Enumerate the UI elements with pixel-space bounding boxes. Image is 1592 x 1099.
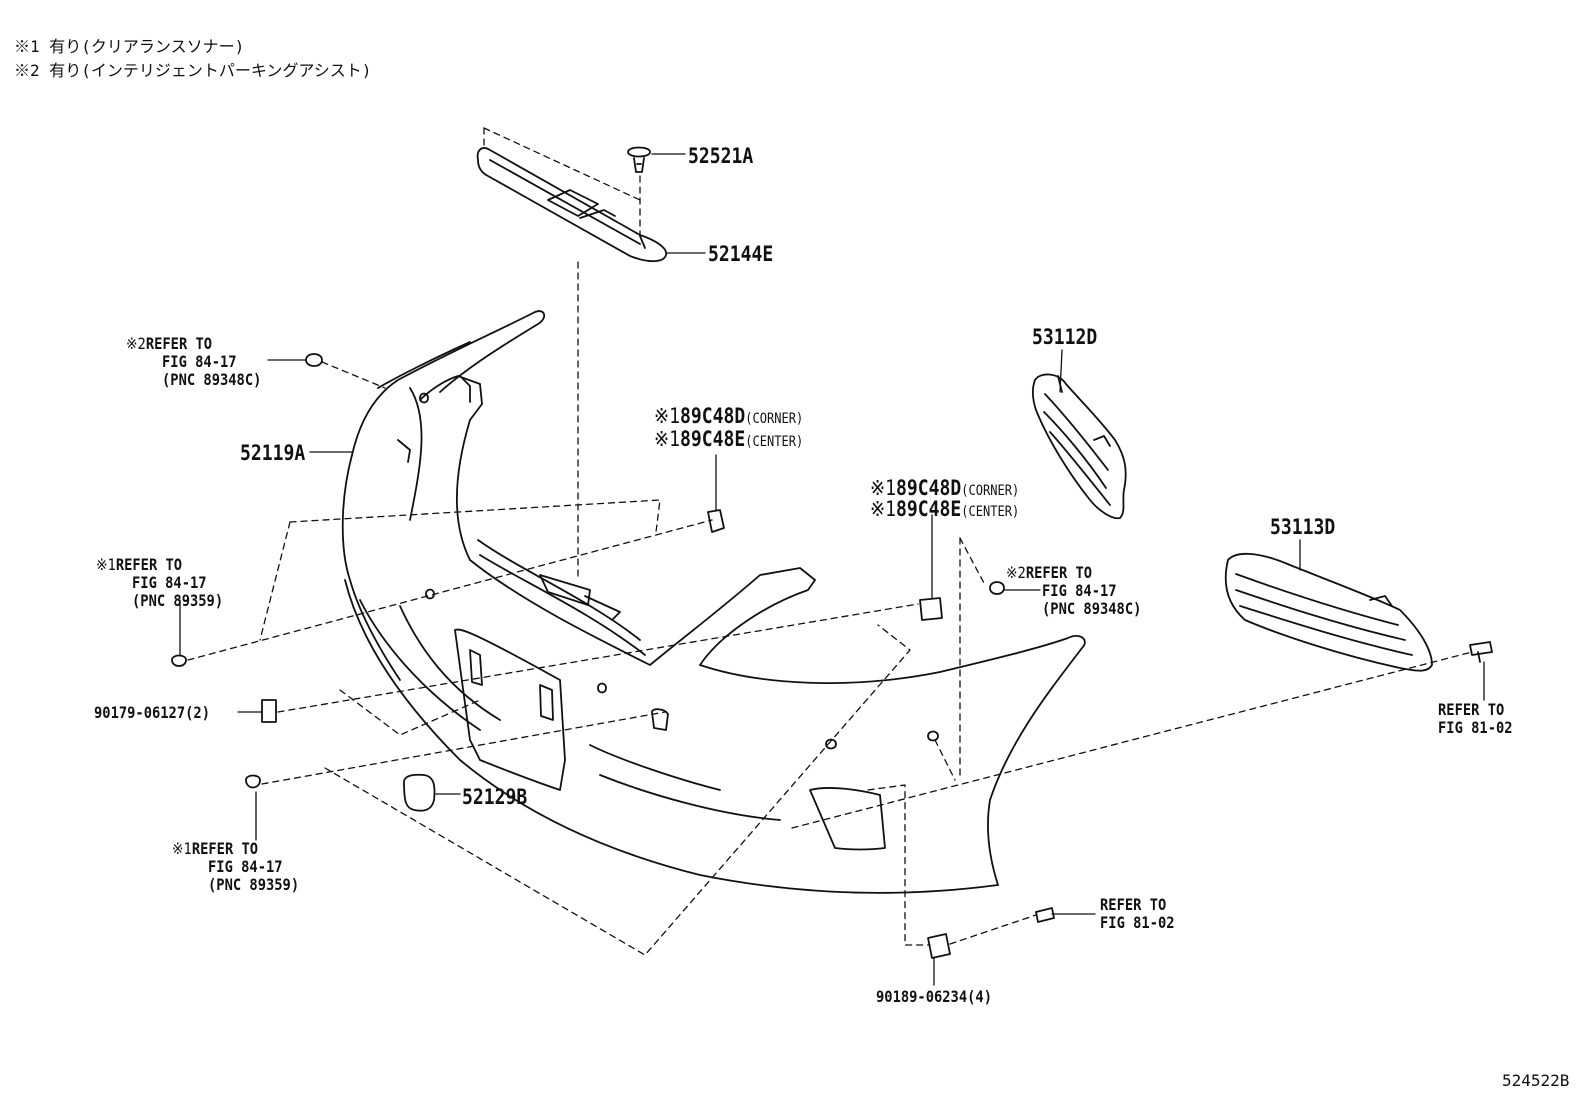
ref-left-mid-l1: ※1REFER TO xyxy=(96,555,183,574)
hole-cover-52129b xyxy=(403,708,669,812)
part-52119a-label: 52119A xyxy=(240,441,306,465)
grille-53112d xyxy=(1031,373,1127,520)
figure-id: 524522B xyxy=(1502,1071,1570,1090)
part-52129b-label: 52129B xyxy=(462,785,528,809)
ref-left-bot-l3: (PNC 89359) xyxy=(208,875,300,894)
sensor-a-center: ※189C48E(CENTER) xyxy=(654,427,804,451)
ref-bottom-l2: FIG 81-02 xyxy=(1100,913,1175,932)
leader-lines xyxy=(179,153,1485,986)
ref-left-mid-l2: FIG 84-17 xyxy=(132,573,207,592)
part-52521a-label: 52521A xyxy=(688,144,754,168)
ref-right-mid-l3: (PNC 89348C) xyxy=(1042,599,1142,618)
upper-retainer-52144e xyxy=(476,147,667,263)
ref-left-top-l2: FIG 84-17 xyxy=(162,352,237,371)
ref-right-mid-l1: ※2REFER TO xyxy=(1006,563,1093,582)
ref-left-bot-l2: FIG 84-17 xyxy=(208,857,283,876)
part-52144e-label: 52144E xyxy=(708,242,774,266)
fasteners xyxy=(171,353,1493,959)
clip-52521a xyxy=(627,146,651,173)
ref-left-mid-l3: (PNC 89359) xyxy=(132,591,224,610)
sensor-b-center: ※189C48E(CENTER) xyxy=(870,497,1020,521)
ref-right-grille-l2: FIG 81-02 xyxy=(1438,718,1513,737)
ref-bottom-l1: REFER TO xyxy=(1100,895,1167,914)
ref-right-mid-l2: FIG 84-17 xyxy=(1042,581,1117,600)
ref-right-grille-l1: REFER TO xyxy=(1438,700,1505,719)
sensor-b-corner: ※189C48D(CORNER) xyxy=(870,476,1020,500)
note-2: ※2 有り(インテリジェントパーキングアシスト) xyxy=(14,61,372,80)
part-90179-label: 90179-06127(2) xyxy=(94,703,210,722)
part-53112d-label: 53112D xyxy=(1032,325,1098,349)
sensor-a-corner: ※189C48D(CORNER) xyxy=(654,404,804,428)
part-90189-label: 90189-06234(4) xyxy=(876,987,992,1006)
grille-53113d xyxy=(1224,552,1433,672)
ref-left-top-l3: (PNC 89348C) xyxy=(162,370,262,389)
bumper-cover-52119a xyxy=(341,310,1086,894)
ref-left-top-l1: ※2REFER TO xyxy=(126,334,213,353)
note-1: ※1 有り(クリアランスソナー) xyxy=(14,37,245,56)
dashed-lines xyxy=(187,127,1473,956)
part-53113d-label: 53113D xyxy=(1270,515,1336,539)
ref-left-bot-l1: ※1REFER TO xyxy=(172,839,259,858)
